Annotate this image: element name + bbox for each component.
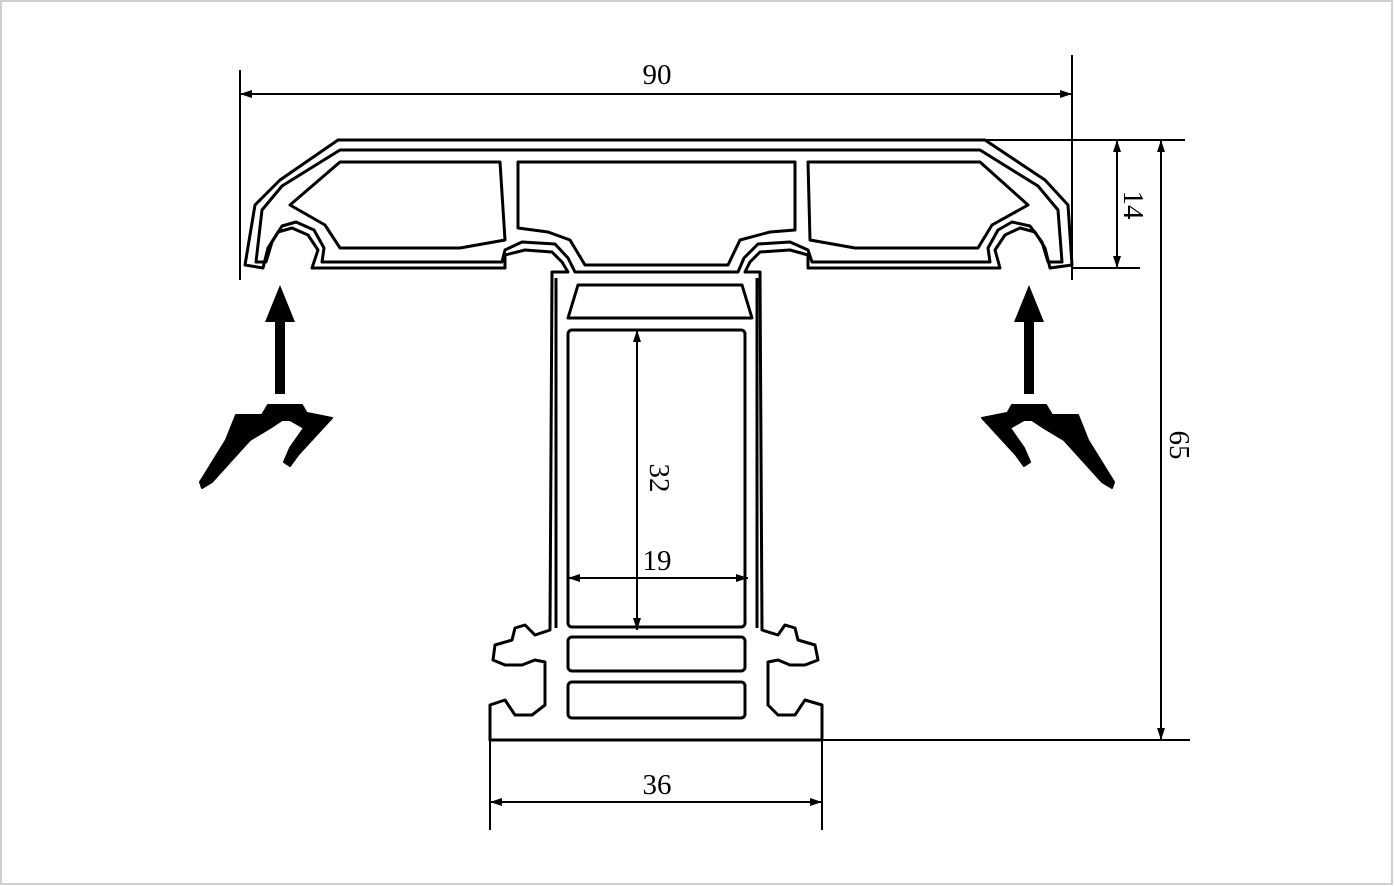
dim-label-36: 36 [643,769,672,801]
dim-label-32: 32 [643,464,675,493]
dimension-lines [239,55,1190,830]
flange-outer [243,138,1074,742]
profile-chambers [288,160,1030,720]
dim-label-65: 65 [1163,431,1195,460]
chamber-center [516,160,797,267]
chamber-left [288,160,507,250]
web-top-cell [566,283,754,320]
profile-outline [243,138,1074,742]
web-cell-2 [566,635,747,673]
insert-arrows [265,285,1044,394]
flange-inner [254,148,1064,274]
gasket-clip-left-icon [199,404,333,489]
arrow-up-right-icon [1014,285,1044,394]
dim-label-14: 14 [1117,191,1149,221]
web-cell-3 [566,680,747,720]
chamber-right [806,160,1030,250]
gasket-clip-right-icon [981,404,1115,489]
dim-label-19: 19 [643,545,672,577]
dim-label-90: 90 [643,59,672,91]
web-main-cell [566,328,747,629]
arrow-up-left-icon [265,285,295,394]
